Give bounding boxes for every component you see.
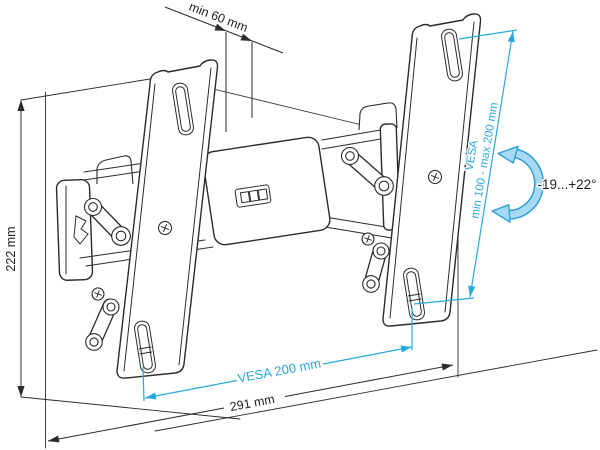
left-hook-cutout [73, 215, 89, 245]
tilt-indicator: -19...+22° [491, 145, 598, 223]
width-label: 291 mm [229, 392, 276, 414]
left-tilt-linkage [83, 197, 131, 351]
arm-slider-detail [234, 184, 272, 208]
right-bottom-slot [403, 267, 425, 321]
left-hook-tab [96, 155, 134, 185]
wall-background [20, 75, 598, 449]
right-hook-tab [358, 102, 398, 131]
right-center-screw [427, 169, 443, 185]
left-top-slot [172, 82, 194, 136]
dimension-height: 222 mm [3, 100, 25, 397]
right-tilt-linkage [340, 146, 394, 293]
left-center-screw [157, 220, 173, 236]
tilt-arrow-icon [491, 145, 545, 223]
vesa-width-label: VESA 200 mm [236, 355, 322, 385]
height-label: 222 mm [4, 226, 18, 271]
right-top-slot [441, 28, 463, 82]
right-bracket [382, 13, 482, 327]
left-bottom-slot [134, 320, 156, 374]
tilt-range-label: -19...+22° [537, 177, 596, 192]
right-wall-plate [358, 102, 401, 231]
left-bracket [116, 59, 219, 379]
